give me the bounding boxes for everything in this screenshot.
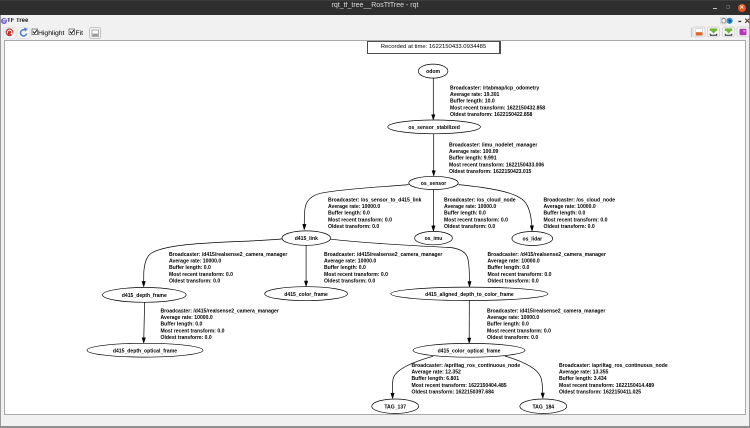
svg-text:Fit: Fit xyxy=(76,30,84,37)
svg-text:Most recent transform: 0.0: Most recent transform: 0.0 xyxy=(444,217,508,223)
svg-text:Average rate: 10000.0: Average rate: 10000.0 xyxy=(169,259,221,265)
svg-text:Broadcaster: /apriltag_ros_con: Broadcaster: /apriltag_ros_continuous_no… xyxy=(412,363,521,369)
svg-text:Buffer length: 0.0: Buffer length: 0.0 xyxy=(328,211,370,217)
svg-text:Oldest transform: 0.0: Oldest transform: 0.0 xyxy=(169,279,220,285)
svg-text:?: ? xyxy=(728,19,731,24)
svg-text:d415_color_optical_frame: d415_color_optical_frame xyxy=(438,348,501,354)
svg-text:Oldest transform: 1622150423.0: Oldest transform: 1622150423.015 xyxy=(449,169,532,175)
svg-text:os_sensor: os_sensor xyxy=(421,181,446,187)
svg-text:Broadcaster: /os_cloud_node: Broadcaster: /os_cloud_node xyxy=(544,197,616,203)
svg-text:d415_aligned_depth_to_color_fr: d415_aligned_depth_to_color_frame xyxy=(425,292,514,298)
svg-text:Buffer length: 0.0: Buffer length: 0.0 xyxy=(544,211,586,217)
svg-text:Most recent transform: 0.0: Most recent transform: 0.0 xyxy=(169,272,233,278)
svg-text:Oldest transform: 0.0: Oldest transform: 0.0 xyxy=(487,335,538,341)
svg-text:Average rate: 10000.0: Average rate: 10000.0 xyxy=(161,315,213,321)
svg-text:Oldest transform: 1622150422.8: Oldest transform: 1622150422.858 xyxy=(450,112,533,118)
svg-text:Average rate: 10000.0: Average rate: 10000.0 xyxy=(444,204,496,210)
svg-text:Most recent transform: 1622150: Most recent transform: 1622150414.489 xyxy=(559,383,654,389)
svg-text:TAG_137: TAG_137 xyxy=(384,404,406,410)
svg-text:Broadcaster: /apriltag_ros_con: Broadcaster: /apriltag_ros_continuous_no… xyxy=(559,363,668,369)
svg-text:Broadcaster: /d415/realsense2_: Broadcaster: /d415/realsense2_camera_man… xyxy=(169,252,287,258)
svg-text:Most recent transform: 0.0: Most recent transform: 0.0 xyxy=(324,272,388,278)
svg-text:Buffer length: 10.0: Buffer length: 10.0 xyxy=(450,99,495,105)
svg-text:Buffer length: 0.0: Buffer length: 0.0 xyxy=(488,265,530,271)
svg-text:odom: odom xyxy=(426,69,440,75)
svg-text:Most recent transform: 1622150: Most recent transform: 1622150432.858 xyxy=(450,105,545,111)
svg-text:Oldest transform: 0.0: Oldest transform: 0.0 xyxy=(328,224,379,230)
svg-text:Broadcaster: /os_cloud_node: Broadcaster: /os_cloud_node xyxy=(444,197,516,203)
svg-text:Average rate: 19.301: Average rate: 19.301 xyxy=(450,92,500,98)
svg-text:Broadcaster: /rtabmap/icp_odom: Broadcaster: /rtabmap/icp_odometry xyxy=(450,85,539,91)
svg-text:Average rate: 10000.0: Average rate: 10000.0 xyxy=(488,259,540,265)
svg-text:Buffer length: 0.0: Buffer length: 0.0 xyxy=(161,322,203,328)
svg-text:Buffer length: 9.991: Buffer length: 9.991 xyxy=(449,156,497,162)
svg-text:Highlight: Highlight xyxy=(38,30,65,37)
svg-text:os_lidar: os_lidar xyxy=(523,237,543,243)
svg-text:Average rate: 100.09: Average rate: 100.09 xyxy=(449,149,499,155)
svg-text:Average rate: 10000.0: Average rate: 10000.0 xyxy=(324,259,376,265)
svg-text:Oldest transform: 1622150397.6: Oldest transform: 1622150397.684 xyxy=(412,390,495,396)
svg-text:Most recent transform: 0.0: Most recent transform: 0.0 xyxy=(328,217,392,223)
svg-text:Average rate: 10000.0: Average rate: 10000.0 xyxy=(544,204,596,210)
svg-text:Buffer length: 0.0: Buffer length: 0.0 xyxy=(487,322,529,328)
svg-text:TAG_184: TAG_184 xyxy=(532,404,554,410)
svg-text:os_imu: os_imu xyxy=(425,236,443,242)
svg-text:Most recent transform: 0.0: Most recent transform: 0.0 xyxy=(161,328,225,334)
svg-text:Average rate: 10000.0: Average rate: 10000.0 xyxy=(328,204,380,210)
svg-text:Buffer length: 0.0: Buffer length: 0.0 xyxy=(324,265,366,271)
svg-text:Oldest transform: 0.0: Oldest transform: 0.0 xyxy=(324,279,375,285)
svg-text:Broadcaster: /d415/realsense2_: Broadcaster: /d415/realsense2_camera_man… xyxy=(487,308,605,314)
svg-text:Average rate: 13.355: Average rate: 13.355 xyxy=(559,370,609,376)
svg-text:Average rate: 12.352: Average rate: 12.352 xyxy=(412,370,462,376)
svg-text:Oldest transform: 0.0: Oldest transform: 0.0 xyxy=(488,279,539,285)
svg-text:Most recent transform: 1622150: Most recent transform: 1622150404.485 xyxy=(412,383,507,389)
svg-text:Buffer length: 3.434: Buffer length: 3.434 xyxy=(559,376,607,382)
svg-text:Broadcaster: /d415/realsense2_: Broadcaster: /d415/realsense2_camera_man… xyxy=(488,252,606,258)
svg-text:d415_depth_frame: d415_depth_frame xyxy=(122,293,167,299)
svg-text:Oldest transform: 0.0: Oldest transform: 0.0 xyxy=(161,335,212,341)
svg-text:Buffer length: 0.0: Buffer length: 0.0 xyxy=(444,211,486,217)
svg-text:Average rate: 10000.0: Average rate: 10000.0 xyxy=(487,315,539,321)
svg-text:Broadcaster: /os_sensor_to_d41: Broadcaster: /os_sensor_to_d415_link xyxy=(328,197,422,203)
svg-text:Most recent transform: 1622150: Most recent transform: 1622150433.006 xyxy=(449,162,544,168)
svg-text:os_sensor_stabilized: os_sensor_stabilized xyxy=(408,125,460,131)
svg-text:Oldest transform: 1622150411.0: Oldest transform: 1622150411.025 xyxy=(559,390,641,396)
svg-text:Broadcaster: /d415/realsense2_: Broadcaster: /d415/realsense2_camera_man… xyxy=(161,308,279,314)
svg-text:Most recent transform: 0.0: Most recent transform: 0.0 xyxy=(488,272,552,278)
svg-text:Most recent transform: 0.0: Most recent transform: 0.0 xyxy=(487,328,551,334)
svg-text:Broadcaster: /imu_nodelet_mana: Broadcaster: /imu_nodelet_manager xyxy=(449,142,537,148)
svg-text:Oldest transform: 0.0: Oldest transform: 0.0 xyxy=(444,224,495,230)
svg-text:Oldest transform: 0.0: Oldest transform: 0.0 xyxy=(544,224,595,230)
svg-text:Buffer length: 0.0: Buffer length: 0.0 xyxy=(169,265,211,271)
svg-text:d415_color_frame: d415_color_frame xyxy=(284,292,328,298)
svg-text:Buffer length: 6.801: Buffer length: 6.801 xyxy=(412,376,460,382)
svg-text:Most recent transform: 0.0: Most recent transform: 0.0 xyxy=(544,217,608,223)
svg-text:d415_link: d415_link xyxy=(295,236,318,242)
svg-text:Broadcaster: /d415/realsense2_: Broadcaster: /d415/realsense2_camera_man… xyxy=(324,252,442,258)
svg-text:d415_depth_optical_frame: d415_depth_optical_frame xyxy=(113,348,177,354)
